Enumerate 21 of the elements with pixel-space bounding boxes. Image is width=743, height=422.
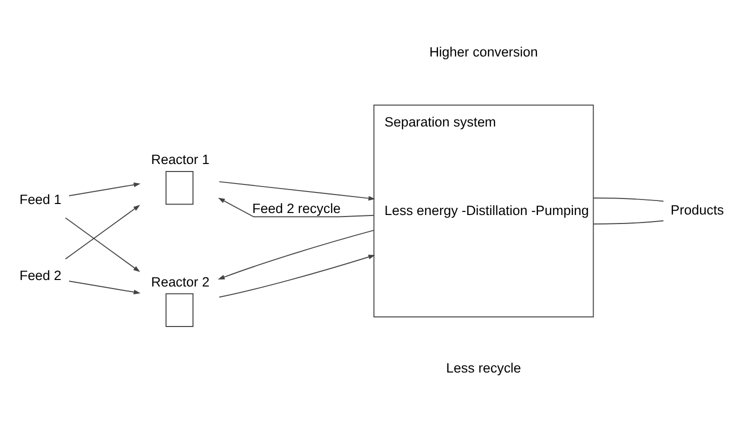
arrow [68, 182, 140, 196]
arrow [68, 280, 140, 294]
arrow [218, 254, 376, 298]
connector [593, 198, 664, 202]
node-box [166, 171, 194, 205]
arrow [218, 198, 374, 218]
node-label: Reactor 2 [151, 274, 210, 290]
arrow [218, 230, 374, 280]
connector [593, 220, 664, 224]
arrow [218, 181, 376, 201]
node-text: Products [670, 202, 724, 218]
label: Higher conversion [429, 44, 538, 60]
node-text: Feed 2 [19, 268, 62, 283]
node-box [166, 293, 194, 327]
arrow [65, 204, 140, 260]
node-label: Reactor 1 [151, 152, 210, 168]
edge-label: Feed 2 recycle [252, 201, 341, 216]
arrow [65, 217, 140, 272]
node-text: Feed 1 [19, 192, 62, 207]
label: Less recycle [446, 360, 522, 376]
node-box: Separation system Less energy -Distillation -Pumping [373, 104, 594, 318]
